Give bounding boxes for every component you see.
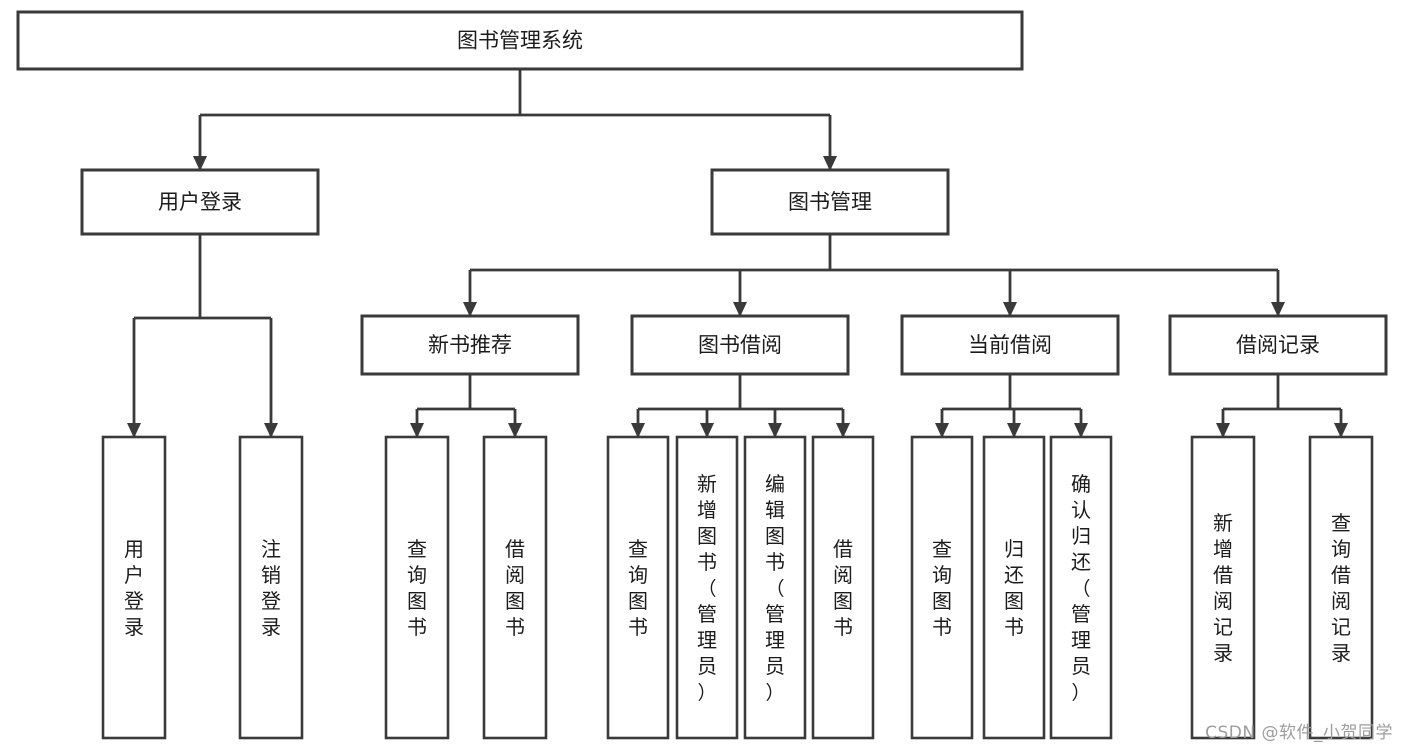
level2-node-2[interactable]: 图书借阅 bbox=[630, 314, 850, 376]
leaf-node-1[interactable]: 用户登录 bbox=[101, 435, 167, 740]
leaf-node-9[interactable]: 查询图书 bbox=[910, 435, 974, 740]
level2-node-3[interactable]: 当前借阅 bbox=[900, 314, 1120, 376]
arrow-head-icon bbox=[768, 423, 782, 438]
leaf-node-12[interactable]: 新增借阅记录 bbox=[1190, 435, 1256, 740]
level1-node-box[interactable] bbox=[80, 168, 320, 236]
node-boxes-layer: 图书管理系统用户登录图书管理新书推荐图书借阅当前借阅借阅记录用户登录注销登录查询… bbox=[16, 10, 1388, 740]
edges-bookmgmt-to-level2 bbox=[463, 234, 1285, 317]
leaf-node-3[interactable]: 查询图书 bbox=[384, 435, 450, 740]
leaf-node-box[interactable] bbox=[482, 435, 548, 740]
level2-node-box[interactable] bbox=[360, 314, 580, 376]
arrow-head-icon bbox=[1334, 423, 1348, 438]
arrow-head-icon bbox=[1271, 302, 1285, 317]
level1-node-box[interactable] bbox=[710, 168, 950, 236]
leaf-node-box[interactable] bbox=[238, 435, 304, 740]
level1-node-label: 用户登录 bbox=[158, 190, 242, 214]
level2-node-label: 新书推荐 bbox=[428, 333, 512, 357]
level1-node-2[interactable]: 图书管理 bbox=[710, 168, 950, 236]
leaf-node-11[interactable]: 确认归还（管理员） bbox=[1049, 435, 1113, 740]
arrow-head-icon bbox=[836, 423, 850, 438]
level1-node-label: 图书管理 bbox=[788, 190, 872, 214]
root-node-1[interactable]: 图书管理系统 bbox=[16, 10, 1024, 71]
leaf-node-13[interactable]: 查询借阅记录 bbox=[1308, 435, 1374, 740]
leaf-node-box[interactable] bbox=[675, 435, 739, 740]
edges-root-to-level1 bbox=[193, 69, 837, 171]
arrow-head-icon bbox=[935, 423, 949, 438]
leaf-node-box[interactable] bbox=[1049, 435, 1113, 740]
level2-node-label: 图书借阅 bbox=[698, 333, 782, 357]
level2-node-1[interactable]: 新书推荐 bbox=[360, 314, 580, 376]
leaf-node-label: 查询图书 bbox=[407, 537, 427, 639]
leaf-node-label: 新增借阅记录 bbox=[1213, 511, 1233, 665]
leaf-node-box[interactable] bbox=[743, 435, 807, 740]
watermark-text: CSDN @软件_小贺同学 bbox=[1205, 723, 1393, 743]
level2-node-4[interactable]: 借阅记录 bbox=[1168, 314, 1388, 376]
leaf-node-box[interactable] bbox=[910, 435, 974, 740]
arrow-head-icon bbox=[700, 423, 714, 438]
edges-current-to-leaves bbox=[935, 374, 1088, 438]
leaf-node-box[interactable] bbox=[1308, 435, 1374, 740]
leaf-node-label: 借阅图书 bbox=[505, 537, 525, 639]
leaf-node-box[interactable] bbox=[606, 435, 670, 740]
leaf-node-box[interactable] bbox=[982, 435, 1046, 740]
level2-node-box[interactable] bbox=[900, 314, 1120, 376]
leaf-node-label: 查询图书 bbox=[628, 537, 648, 639]
leaf-node-7[interactable]: 编辑图书（管理员） bbox=[743, 435, 807, 740]
root-node-box[interactable] bbox=[16, 10, 1024, 71]
leaf-node-label: 借阅图书 bbox=[833, 537, 853, 639]
arrow-head-icon bbox=[193, 156, 207, 171]
leaf-node-label: 用户登录 bbox=[124, 537, 144, 639]
leaf-node-4[interactable]: 借阅图书 bbox=[482, 435, 548, 740]
connector-edges-layer bbox=[127, 69, 1348, 438]
arrow-head-icon bbox=[823, 156, 837, 171]
arrow-head-icon bbox=[1074, 423, 1088, 438]
leaf-node-label: 查询借阅记录 bbox=[1331, 511, 1351, 665]
root-node-label: 图书管理系统 bbox=[457, 29, 583, 53]
leaf-node-6[interactable]: 新增图书（管理员） bbox=[675, 435, 739, 740]
leaf-node-box[interactable] bbox=[384, 435, 450, 740]
level2-node-label: 借阅记录 bbox=[1236, 333, 1320, 357]
level1-node-1[interactable]: 用户登录 bbox=[80, 168, 320, 236]
level2-node-box[interactable] bbox=[630, 314, 850, 376]
arrow-head-icon bbox=[264, 423, 278, 438]
arrow-head-icon bbox=[410, 423, 424, 438]
arrow-head-icon bbox=[631, 423, 645, 438]
leaf-node-label: 查询图书 bbox=[932, 537, 952, 639]
arrow-head-icon bbox=[463, 302, 477, 317]
leaf-node-8[interactable]: 借阅图书 bbox=[811, 435, 875, 740]
leaf-node-label: 注销登录 bbox=[261, 537, 281, 639]
leaf-node-label: 新增图书（管理员） bbox=[697, 472, 717, 704]
edges-login-to-leaves bbox=[127, 234, 278, 438]
edges-borrow-to-leaves bbox=[631, 374, 850, 438]
arrow-head-icon bbox=[1216, 423, 1230, 438]
edges-newbook-to-leaves bbox=[410, 374, 522, 438]
leaf-node-5[interactable]: 查询图书 bbox=[606, 435, 670, 740]
leaf-node-10[interactable]: 归还图书 bbox=[982, 435, 1046, 740]
leaf-node-2[interactable]: 注销登录 bbox=[238, 435, 304, 740]
edges-record-to-leaves bbox=[1216, 374, 1348, 438]
level2-node-label: 当前借阅 bbox=[968, 333, 1052, 357]
arrow-head-icon bbox=[1003, 302, 1017, 317]
leaf-node-box[interactable] bbox=[811, 435, 875, 740]
arrow-head-icon bbox=[1007, 423, 1021, 438]
leaf-node-label: 编辑图书（管理员） bbox=[765, 472, 785, 704]
leaf-node-label: 归还图书 bbox=[1004, 537, 1024, 639]
leaf-node-label: 确认归还（管理员） bbox=[1071, 472, 1091, 704]
leaf-node-box[interactable] bbox=[101, 435, 167, 740]
arrow-head-icon bbox=[508, 423, 522, 438]
arrow-head-icon bbox=[733, 302, 747, 317]
arrow-head-icon bbox=[127, 423, 141, 438]
leaf-node-box[interactable] bbox=[1190, 435, 1256, 740]
level2-node-box[interactable] bbox=[1168, 314, 1388, 376]
